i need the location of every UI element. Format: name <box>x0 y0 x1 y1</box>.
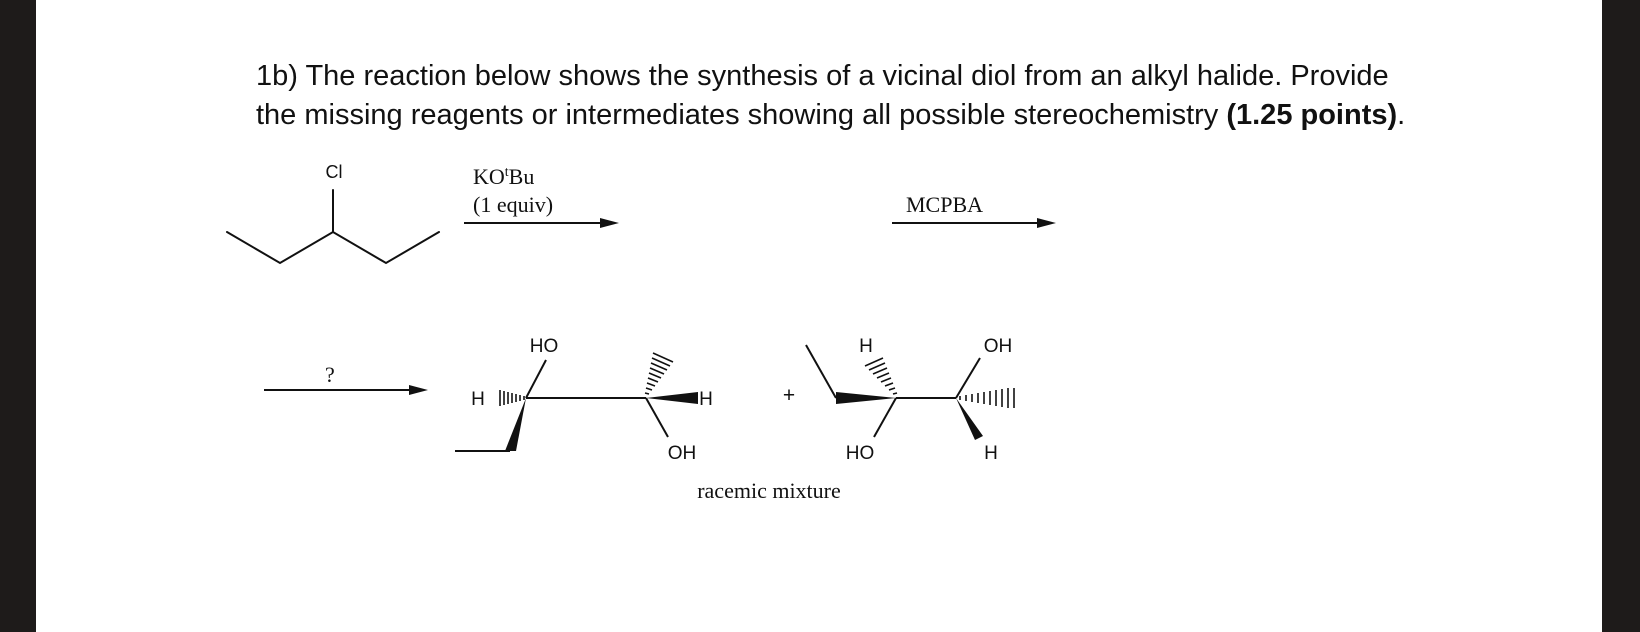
racemic-caption: racemic mixture <box>697 478 841 503</box>
product-2-wedge-ethyl <box>836 392 896 404</box>
product-2-wedge-h <box>956 398 983 440</box>
reaction-scheme: Cl KOtBu (1 equiv) MCPBA ? <box>226 162 1056 503</box>
reagent-rest: Bu <box>509 164 535 189</box>
product-2-h-bottom-label: H <box>984 443 998 464</box>
product-2 <box>805 344 981 438</box>
starting-material <box>226 189 440 265</box>
step2-arrow <box>892 218 1056 228</box>
question-line-2: the missing reagents or intermediates sh… <box>256 96 1556 135</box>
product-2-hash-h-top <box>864 357 898 395</box>
chlorine-label: Cl <box>326 162 343 182</box>
question-line-2-text: the missing reagents or intermediates sh… <box>256 99 1227 131</box>
product-1-wedge-ethyl <box>505 398 526 451</box>
product-1-wedge-h <box>646 392 698 404</box>
points-label: (1.25 points) <box>1226 99 1398 131</box>
step1-reagent: KOtBu <box>473 164 534 189</box>
product-2-oh-top-label: OH <box>984 336 1013 357</box>
step3-reagent: ? <box>325 362 335 387</box>
product-1-hash-h-left <box>499 390 525 406</box>
step1-arrow <box>464 218 619 228</box>
document-page: 1b) The reaction below shows the synthes… <box>36 0 1602 632</box>
reagent-superscript: t <box>505 165 509 180</box>
question-period: . <box>1397 99 1406 131</box>
product-2-h-top-label: H <box>859 336 873 357</box>
reagent-base: KO <box>473 164 505 189</box>
plus-sign: + <box>783 384 795 407</box>
product-1-hash-methyl <box>644 352 674 395</box>
product-1-h-right-label: H <box>699 389 713 410</box>
product-1-ho-label: HO <box>530 336 559 357</box>
product-1-oh-label: OH <box>668 443 697 464</box>
step2-reagent: MCPBA <box>906 192 983 217</box>
product-2-hash-methyl <box>959 388 1015 408</box>
product-1-h-left-label: H <box>471 389 485 410</box>
step3-arrow <box>264 385 428 395</box>
question-line-1: 1b) The reaction below shows the synthes… <box>256 60 1389 92</box>
product-2-ho-bottom-label: HO <box>846 443 875 464</box>
product-1 <box>455 359 669 452</box>
step1-condition: (1 equiv) <box>473 192 553 217</box>
question-text: 1b) The reaction below shows the synthes… <box>256 57 1556 135</box>
